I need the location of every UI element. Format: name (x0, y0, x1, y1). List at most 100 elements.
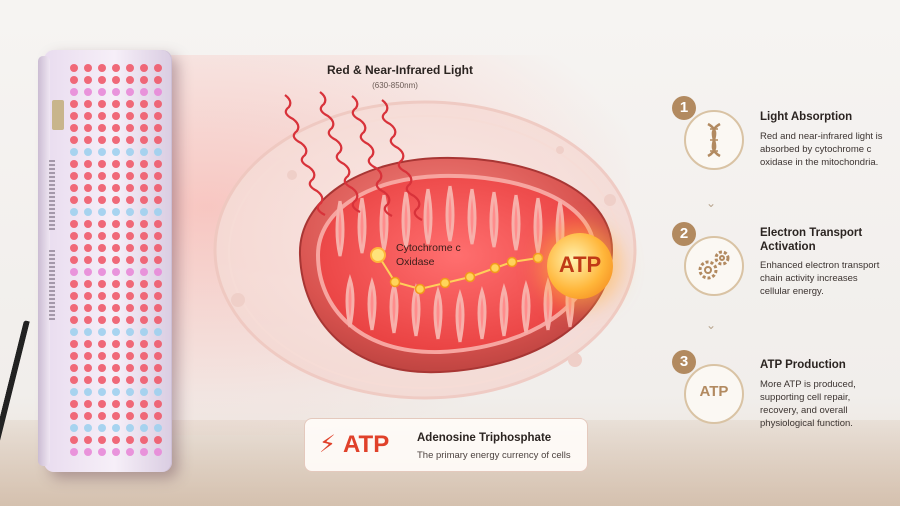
led (84, 316, 92, 324)
led (126, 376, 134, 384)
led (70, 76, 78, 84)
led (70, 400, 78, 408)
led (84, 196, 92, 204)
panel-vent (49, 250, 55, 320)
led (112, 292, 120, 300)
led (70, 112, 78, 120)
light-range: (630-850nm) (372, 81, 418, 90)
led (84, 88, 92, 96)
led (112, 148, 120, 156)
led (98, 328, 106, 336)
led (154, 280, 162, 288)
led (98, 220, 106, 228)
led (98, 64, 106, 72)
led (98, 352, 106, 360)
led (70, 340, 78, 348)
crista-fold (411, 283, 421, 337)
led (140, 88, 148, 96)
led (70, 88, 78, 96)
led (84, 148, 92, 156)
led (112, 184, 120, 192)
led (98, 436, 106, 444)
led (140, 196, 148, 204)
led (70, 64, 78, 72)
led (154, 196, 162, 204)
led (154, 412, 162, 420)
led (140, 112, 148, 120)
led (154, 64, 162, 72)
led (126, 112, 134, 120)
led (126, 316, 134, 324)
led (126, 208, 134, 216)
led (98, 76, 106, 84)
led (98, 136, 106, 144)
led (140, 436, 148, 444)
led (126, 76, 134, 84)
cytochrome-label: Cytochrome c Oxidase (396, 242, 461, 268)
led (112, 160, 120, 168)
led (140, 64, 148, 72)
vesicle (287, 170, 297, 180)
led (84, 448, 92, 456)
led (70, 196, 78, 204)
led (140, 280, 148, 288)
led (70, 436, 78, 444)
led (154, 388, 162, 396)
led (140, 364, 148, 372)
led (154, 364, 162, 372)
led (84, 232, 92, 240)
led (154, 340, 162, 348)
crista-fold (445, 185, 455, 242)
led (84, 184, 92, 192)
led (126, 448, 134, 456)
led (70, 136, 78, 144)
led (112, 76, 120, 84)
led (98, 292, 106, 300)
led (98, 340, 106, 348)
light-wave (284, 94, 326, 216)
led (126, 328, 134, 336)
led (154, 76, 162, 84)
led (154, 208, 162, 216)
led (70, 352, 78, 360)
led (84, 400, 92, 408)
gears-icon (698, 250, 730, 280)
led (84, 76, 92, 84)
led (154, 100, 162, 108)
led (112, 376, 120, 384)
led (112, 352, 120, 360)
led (140, 340, 148, 348)
led (154, 292, 162, 300)
led (140, 76, 148, 84)
led (140, 412, 148, 420)
led (126, 292, 134, 300)
light-wave (319, 91, 361, 213)
atp-info-card: ⚡ ATP Adenosine Triphosphate The primary… (304, 418, 588, 472)
lightning-bolt-icon: ⚡ (319, 431, 336, 458)
step-3-description: More ATP is produced, supporting cell re… (760, 379, 856, 429)
led (70, 292, 78, 300)
led (70, 220, 78, 228)
cell-membrane-inner (228, 115, 622, 389)
led (112, 268, 120, 276)
led (98, 172, 106, 180)
crista-fold (367, 277, 377, 331)
step-2-title: Electron Transport Activation (760, 227, 863, 253)
crista-fold (357, 197, 367, 254)
led (126, 196, 134, 204)
led (154, 220, 162, 228)
led (140, 352, 148, 360)
led (154, 376, 162, 384)
led (84, 304, 92, 312)
electron (439, 277, 451, 289)
led (84, 280, 92, 288)
led (70, 364, 78, 372)
led (112, 448, 120, 456)
electron (464, 271, 476, 283)
atp-description: The primary energy currency of cells (417, 450, 571, 461)
led (98, 304, 106, 312)
vesicle (231, 293, 245, 307)
step-3-circle: ATP (684, 364, 744, 424)
led (98, 196, 106, 204)
led (112, 400, 120, 408)
